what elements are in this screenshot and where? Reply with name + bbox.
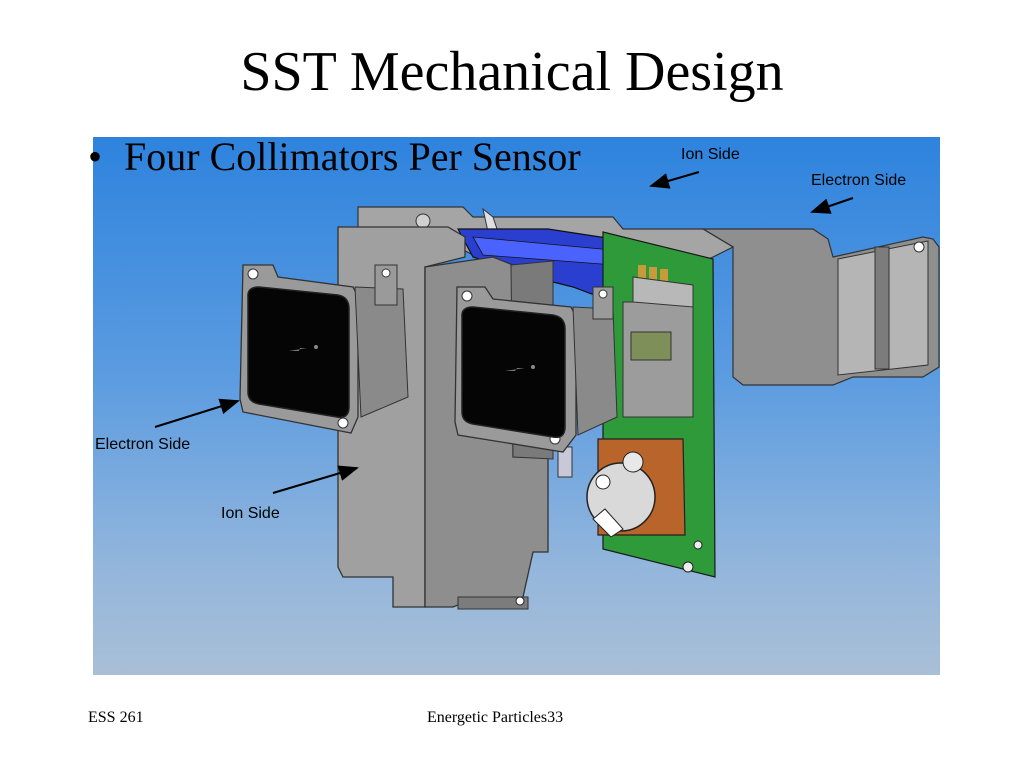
slide-title: SST Mechanical Design <box>240 41 784 103</box>
callout-ion-side-left: Ion Side <box>221 505 280 522</box>
back-right-housing <box>700 228 940 386</box>
footer-topic: Energetic Particles <box>427 709 548 726</box>
right-collimator <box>454 286 618 453</box>
footer-page-number: 33 <box>547 709 564 726</box>
bullet-item: • Four Collimators Per Sensor <box>88 134 581 180</box>
motor-assembly <box>557 438 686 538</box>
callout-electron-side-top: Electron Side <box>811 172 907 189</box>
sst-sensor-illustration <box>239 206 940 610</box>
center-mechanism <box>622 276 694 418</box>
callout-electron-side-left: Electron Side <box>95 436 191 453</box>
footer-course: ESS 261 <box>88 709 144 726</box>
left-collimator <box>239 264 409 434</box>
callout-ion-side-top: Ion Side <box>681 146 740 163</box>
footer-topic-page: Energetic Particles33 <box>427 709 563 727</box>
sensor-render-panel <box>93 137 940 675</box>
bullet-text: Four Collimators Per Sensor <box>124 134 581 179</box>
bullet-dot: • <box>88 134 103 179</box>
